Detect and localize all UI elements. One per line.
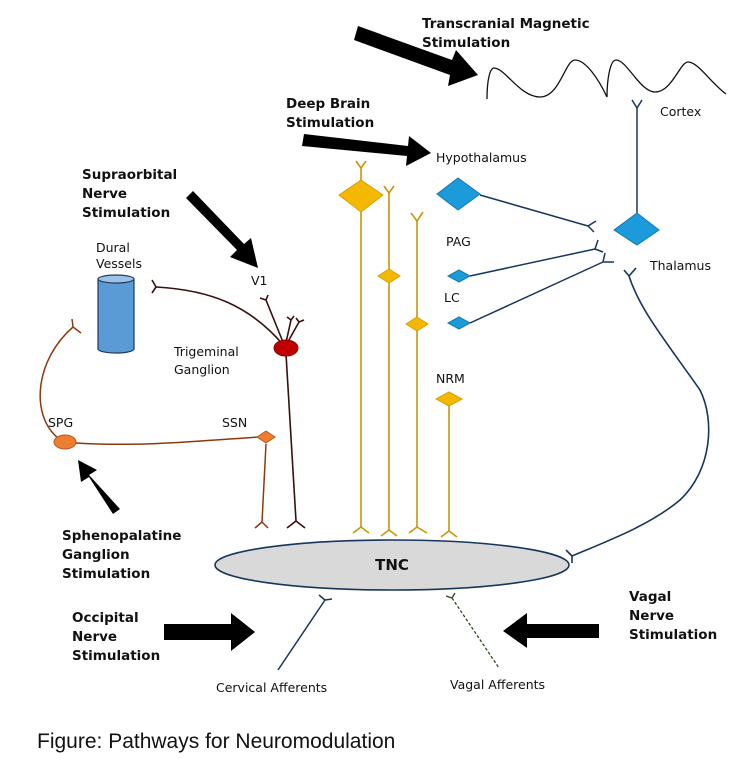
ssn-label: SSN [222,415,247,430]
trigeminal-ganglion-label-line1: Trigeminal [173,344,239,359]
cortex-dendrite [631,99,643,216]
cervical-afferents-label: Cervical Afferents [216,680,327,695]
thalamus-label: Thalamus [649,258,711,273]
vagal-stimulation-label-line1: Vagal [629,589,671,605]
spg-label: SPG [48,415,73,430]
trigeminal-ganglion-label-line2: Ganglion [174,362,230,377]
lc-label: LC [444,290,460,305]
vagal-stimulation-label-line2: Nerve [629,608,674,624]
occipital-label-line3: Stimulation [72,648,160,664]
spg-stimulation-label-line1: Sphenopalatine [62,528,181,544]
ssn-nucleus [256,430,276,444]
lc-neuron [446,316,472,330]
supraorbital-label-line1: Supraorbital [82,167,177,183]
occipital-arrow [164,613,255,651]
hypothalamus-thalamus-axon [479,194,597,233]
yellow-neuron-1 [338,160,384,534]
vagal-afferent-axon [445,592,500,669]
tms-label-line2: Stimulation [422,35,510,51]
v1-label: V1 [251,273,268,288]
vagal-arrow [503,613,599,648]
spg-stimulation-label-line2: Ganglion [62,547,130,563]
supraorbital-arrow [186,191,258,268]
lc-thalamus-axon [469,252,614,324]
spg-stimulation-arrow [78,460,120,514]
trigeminal-ganglion [273,339,299,357]
nrm-neuron [434,391,464,538]
trigeminal-axons [151,279,306,529]
hypothalamus-label: Hypothalamus [436,150,527,165]
cortex-label: Cortex [660,104,701,119]
supraorbital-label-line3: Stimulation [82,205,170,221]
spg-ganglion [53,434,77,450]
spg-stimulation-label-line3: Stimulation [62,566,150,582]
tms-arrow [354,26,478,86]
yellow-neuron-3 [405,211,429,534]
tnc-nucleus [214,539,570,591]
thalamus-tnc-axon [565,267,710,563]
dbs-label-line1: Deep Brain [286,96,370,112]
dbs-label-line2: Stimulation [286,115,374,131]
dural-vessel-cylinder [97,274,135,354]
thalamus-neuron [613,212,660,246]
dbs-arrow [302,134,431,166]
dural-vessels-label-line2: Vessels [96,256,142,271]
hypothalamus-neuron [436,177,481,211]
pag-thalamus-axon [469,239,604,277]
tms-label-line1: Transcranial Magnetic [422,16,590,32]
pag-neuron [446,269,472,283]
vagal-afferents-label: Vagal Afferents [450,677,545,692]
occipital-label-line1: Occipital [72,610,139,626]
spg-axons [39,318,269,529]
yellow-neuron-2 [377,185,401,537]
tnc-label: TNC [375,556,409,574]
figure-caption: Figure: Pathways for Neuromodulation [37,730,395,753]
occipital-label-line2: Nerve [72,629,117,645]
cervical-afferent-axon [277,594,333,671]
supraorbital-label-line2: Nerve [82,186,127,202]
dural-vessels-label-line1: Dural [96,240,130,255]
vagal-stimulation-label-line3: Stimulation [629,627,717,643]
pag-label: PAG [446,234,471,249]
cortex-wave [486,59,727,100]
nrm-label: NRM [436,371,465,386]
